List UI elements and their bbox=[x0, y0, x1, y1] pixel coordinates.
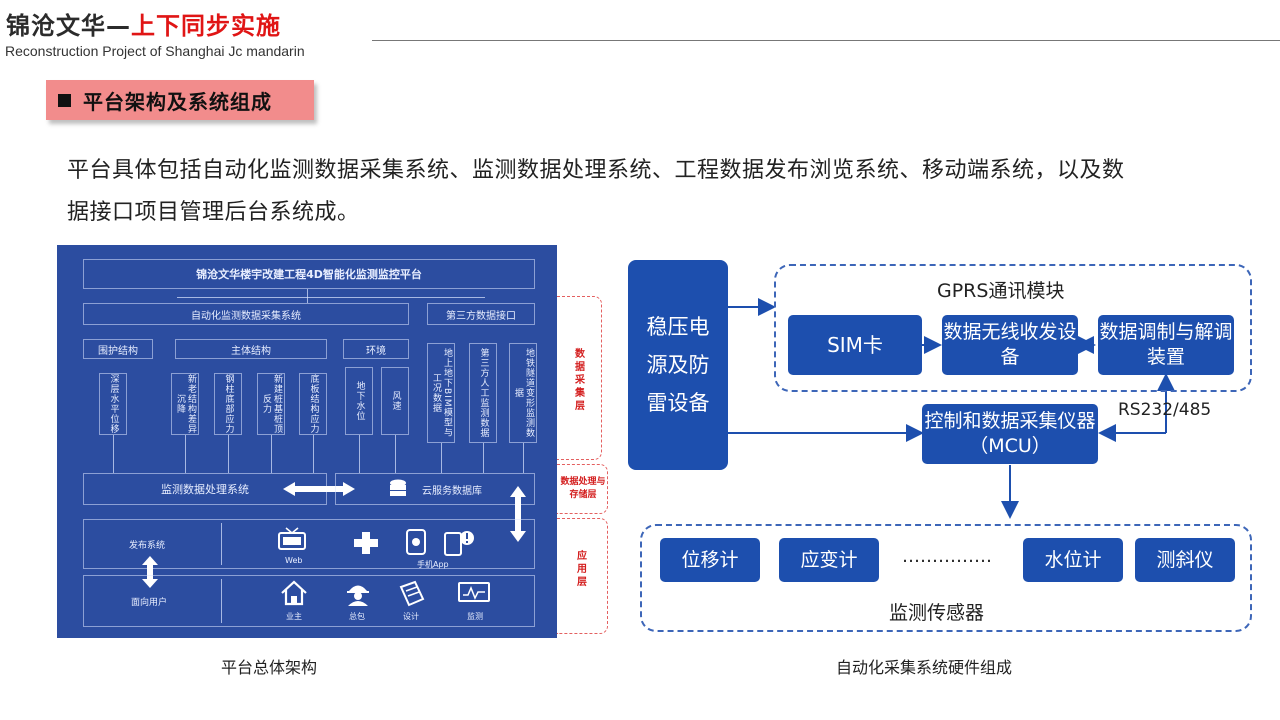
user-type-owner: 业主 bbox=[286, 612, 302, 621]
user-type-design: 设计 bbox=[403, 612, 419, 621]
wireless-transceiver-box: 数据无线收发设备 bbox=[942, 315, 1078, 375]
header-title-part1: 锦沧文华— bbox=[6, 12, 131, 40]
sensor-ellipsis: …………… bbox=[902, 546, 992, 567]
connector bbox=[395, 435, 396, 473]
group-enclosure: 围护结构 bbox=[83, 339, 153, 359]
mcu-box: 控制和数据采集仪器（MCU） bbox=[922, 404, 1098, 464]
sensor-displacement: 位移计 bbox=[660, 538, 760, 582]
gprs-label: GPRS通讯模块 bbox=[937, 280, 1065, 302]
layer-bracket-collection bbox=[557, 296, 602, 460]
connector bbox=[271, 435, 272, 473]
rs232-label: RS232/485 bbox=[1118, 400, 1212, 420]
layer-label-collection: 数据采集层 bbox=[575, 349, 585, 412]
sensor-water-level: 水位计 bbox=[1023, 538, 1123, 582]
users-row bbox=[83, 575, 535, 627]
header-subtitle: Reconstruction Project of Shanghai Jc ma… bbox=[5, 43, 305, 59]
house-icon bbox=[281, 580, 307, 606]
square-bullet-icon bbox=[58, 93, 71, 107]
connector bbox=[228, 435, 229, 473]
item-settlement: 新老结构差异沉降 bbox=[171, 373, 199, 435]
power-supply-box: 稳压电源及防雷设备 bbox=[628, 260, 728, 470]
connector bbox=[177, 297, 485, 298]
phone-app-icon bbox=[406, 529, 426, 555]
layer-bracket-application bbox=[557, 518, 608, 634]
users-label: 面向用户 bbox=[131, 598, 168, 608]
modem-box: 数据调制与解调装置 bbox=[1098, 315, 1234, 375]
vertical-double-arrow-icon bbox=[142, 556, 158, 588]
connector bbox=[359, 435, 360, 473]
sensor-inclinometer: 测斜仪 bbox=[1135, 538, 1235, 582]
sensor-strain: 应变计 bbox=[779, 538, 879, 582]
group-environment: 环境 bbox=[343, 339, 409, 359]
header-title: 锦沧文华—上下同步实施 bbox=[6, 6, 281, 41]
third-party-interface: 第三方数据接口 bbox=[427, 303, 535, 325]
layer-label-processing: 数据处理与存储层 bbox=[560, 477, 606, 500]
item-slab-stress: 底板结构应力 bbox=[299, 373, 327, 435]
item-wind-speed: 风速 bbox=[381, 367, 409, 435]
item-deep-displacement: 深层水平位移 bbox=[99, 373, 127, 435]
medical-cross-icon bbox=[354, 532, 378, 554]
item-pile-reaction: 新建桩基桩顶反力 bbox=[257, 373, 285, 435]
connector bbox=[441, 443, 442, 473]
publish-row bbox=[83, 519, 535, 569]
architecture-diagram: 锦沧文华楼宇改建工程4D智能化监测监控平台 自动化监测数据采集系统 第三方数据接… bbox=[57, 245, 557, 638]
tv-web-icon bbox=[278, 527, 306, 550]
database-icon bbox=[390, 479, 406, 496]
hardware-caption: 自动化采集系统硬件组成 bbox=[836, 658, 1013, 677]
cloud-database-label: 云服务数据库 bbox=[422, 485, 482, 497]
web-label: Web bbox=[285, 556, 303, 565]
item-bim: 地上地下BIM模型与工况数据 bbox=[427, 343, 455, 443]
cloud-database-box: 云服务数据库 bbox=[335, 473, 535, 505]
group-main-structure: 主体结构 bbox=[175, 339, 327, 359]
layer-label-application: 应用层 bbox=[577, 551, 587, 588]
user-type-contractor: 总包 bbox=[349, 612, 365, 621]
section-tag: 平台架构及系统组成 bbox=[46, 80, 314, 120]
section-tag-label: 平台架构及系统组成 bbox=[83, 89, 272, 114]
gprs-module-group bbox=[774, 264, 1252, 392]
worker-icon bbox=[347, 585, 369, 606]
connector bbox=[113, 435, 114, 473]
item-column-stress: 钢柱底部应力 bbox=[214, 373, 242, 435]
tablet-alert-icon bbox=[444, 531, 474, 556]
connector bbox=[313, 435, 314, 473]
item-tunnel: 地铁隧道变形监测数据 bbox=[509, 343, 537, 443]
mobile-app-label: 手机App bbox=[417, 560, 449, 569]
connector bbox=[523, 443, 524, 473]
architecture-caption: 平台总体架构 bbox=[221, 658, 318, 677]
connector-arrows bbox=[728, 298, 1175, 519]
intro-line-1: 平台具体包括自动化监测数据采集系统、监测数据处理系统、工程数据发布浏览系统、移动… bbox=[67, 158, 1125, 183]
user-type-monitoring: 监测 bbox=[467, 612, 483, 621]
connector bbox=[307, 289, 308, 303]
connector bbox=[185, 435, 186, 473]
intro-line-2: 据接口项目管理后台系统成。 bbox=[67, 200, 360, 225]
publish-system-label: 发布系统 bbox=[129, 541, 166, 551]
header-title-part2: 上下同步实施 bbox=[131, 12, 281, 40]
intro-paragraph: 平台具体包括自动化监测数据采集系统、监测数据处理系统、工程数据发布浏览系统、移动… bbox=[67, 150, 1217, 234]
platform-title: 锦沧文华楼宇改建工程4D智能化监测监控平台 bbox=[83, 259, 535, 289]
design-drawing-icon bbox=[399, 580, 425, 607]
header-divider bbox=[372, 40, 1280, 41]
auto-collection-system: 自动化监测数据采集系统 bbox=[83, 303, 409, 325]
monitor-chart-icon bbox=[458, 582, 490, 602]
vertical-double-arrow-icon bbox=[510, 486, 526, 542]
item-manual: 第三方人工监测数据 bbox=[469, 343, 497, 443]
layer-bracket-processing bbox=[557, 464, 608, 514]
sim-card-box: SIM卡 bbox=[788, 315, 922, 375]
divider bbox=[221, 579, 222, 623]
connector bbox=[483, 443, 484, 473]
double-arrow-icon bbox=[283, 482, 355, 496]
sensors-label: 监测传感器 bbox=[889, 602, 985, 624]
sensor-group bbox=[640, 524, 1252, 632]
item-groundwater: 地下水位 bbox=[345, 367, 373, 435]
divider bbox=[221, 523, 222, 565]
